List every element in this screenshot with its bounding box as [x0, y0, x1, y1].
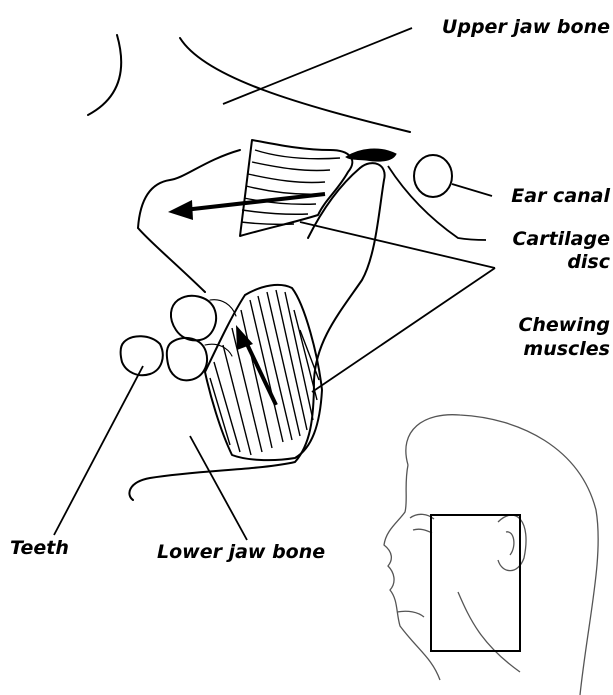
- teeth-label: Teeth: [10, 537, 69, 559]
- lower-jaw-bone-label: Lower jaw bone: [157, 541, 325, 563]
- upper-chewing-muscle: [240, 140, 352, 236]
- head-sketch: [384, 415, 598, 695]
- cartilage-disc-label-line1: Cartilage: [512, 228, 610, 250]
- lower-chewing-muscle: [205, 285, 322, 460]
- focus-box: [431, 515, 520, 651]
- cartilage-disc: [346, 149, 396, 161]
- cartilage-disc-label-line2: disc: [567, 251, 610, 273]
- chewing-muscles-label-line1: Chewing: [518, 314, 610, 336]
- leader-lines: [54, 28, 495, 540]
- teeth: [121, 296, 236, 380]
- ear-canal-label: Ear canal: [511, 185, 610, 207]
- lower-motion-arrow: [236, 325, 276, 405]
- chewing-muscles-label-line2: muscles: [523, 338, 610, 360]
- upper-jaw-bone: [88, 35, 410, 132]
- ear-canal: [414, 155, 452, 197]
- upper-jaw-bone-label: Upper jaw bone: [442, 16, 610, 38]
